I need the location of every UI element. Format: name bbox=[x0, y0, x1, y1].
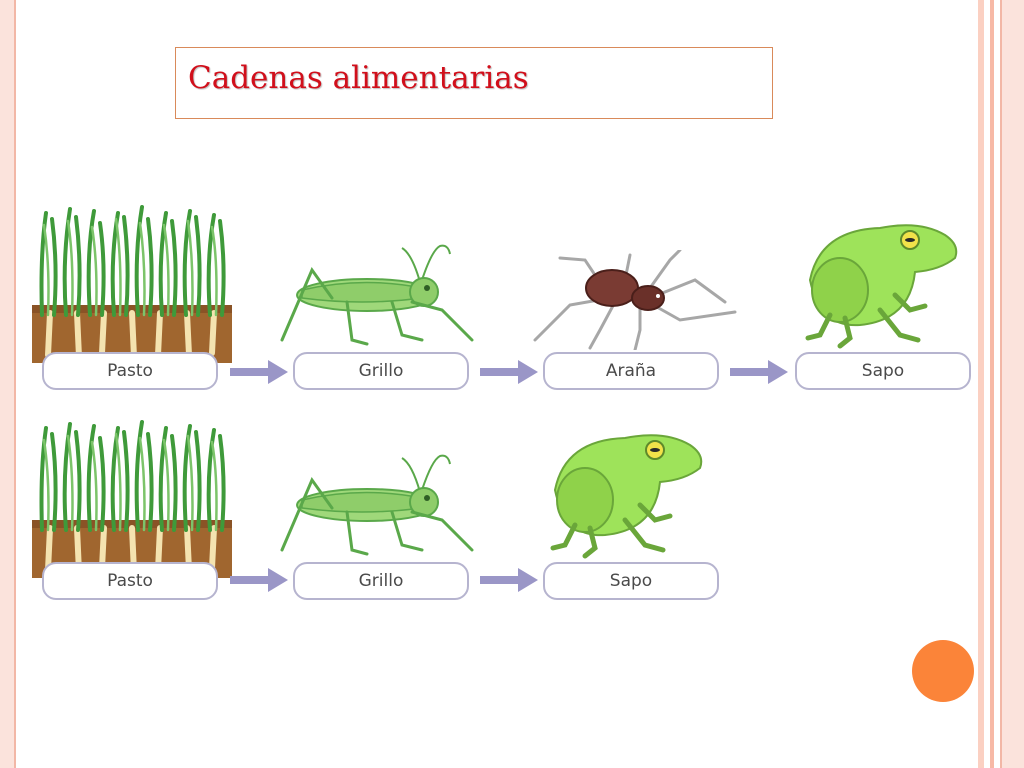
arrow-right-icon bbox=[230, 360, 288, 384]
arrow-right-icon bbox=[730, 360, 788, 384]
left-frame-border bbox=[0, 0, 16, 768]
arrow-right-icon bbox=[480, 568, 538, 592]
frog-icon bbox=[550, 434, 703, 559]
chain-1-label-arana: Araña bbox=[543, 352, 719, 390]
chain-1-label-grillo: Grillo bbox=[293, 352, 469, 390]
cricket-icon bbox=[280, 454, 474, 556]
slide-title: Cadenas alimentarias bbox=[188, 60, 529, 96]
slide-decoration-dot bbox=[912, 640, 974, 702]
spider-icon bbox=[533, 250, 737, 350]
right-frame-stripe bbox=[990, 0, 994, 768]
chain-2-label-grillo: Grillo bbox=[293, 562, 469, 600]
frog-icon bbox=[805, 224, 958, 349]
arrow-right-icon bbox=[480, 360, 538, 384]
grass-icon bbox=[32, 420, 232, 578]
chain-1-label-sapo: Sapo bbox=[795, 352, 971, 390]
grass-icon bbox=[32, 205, 232, 363]
cricket-icon bbox=[280, 244, 474, 346]
chain-1-label-pasto: Pasto bbox=[42, 352, 218, 390]
chain-2-label-sapo: Sapo bbox=[543, 562, 719, 600]
arrow-right-icon bbox=[230, 568, 288, 592]
title-box: Cadenas alimentarias bbox=[175, 47, 773, 119]
right-frame-border bbox=[1000, 0, 1024, 768]
chain-2-label-pasto: Pasto bbox=[42, 562, 218, 600]
right-frame-stripe bbox=[978, 0, 984, 768]
